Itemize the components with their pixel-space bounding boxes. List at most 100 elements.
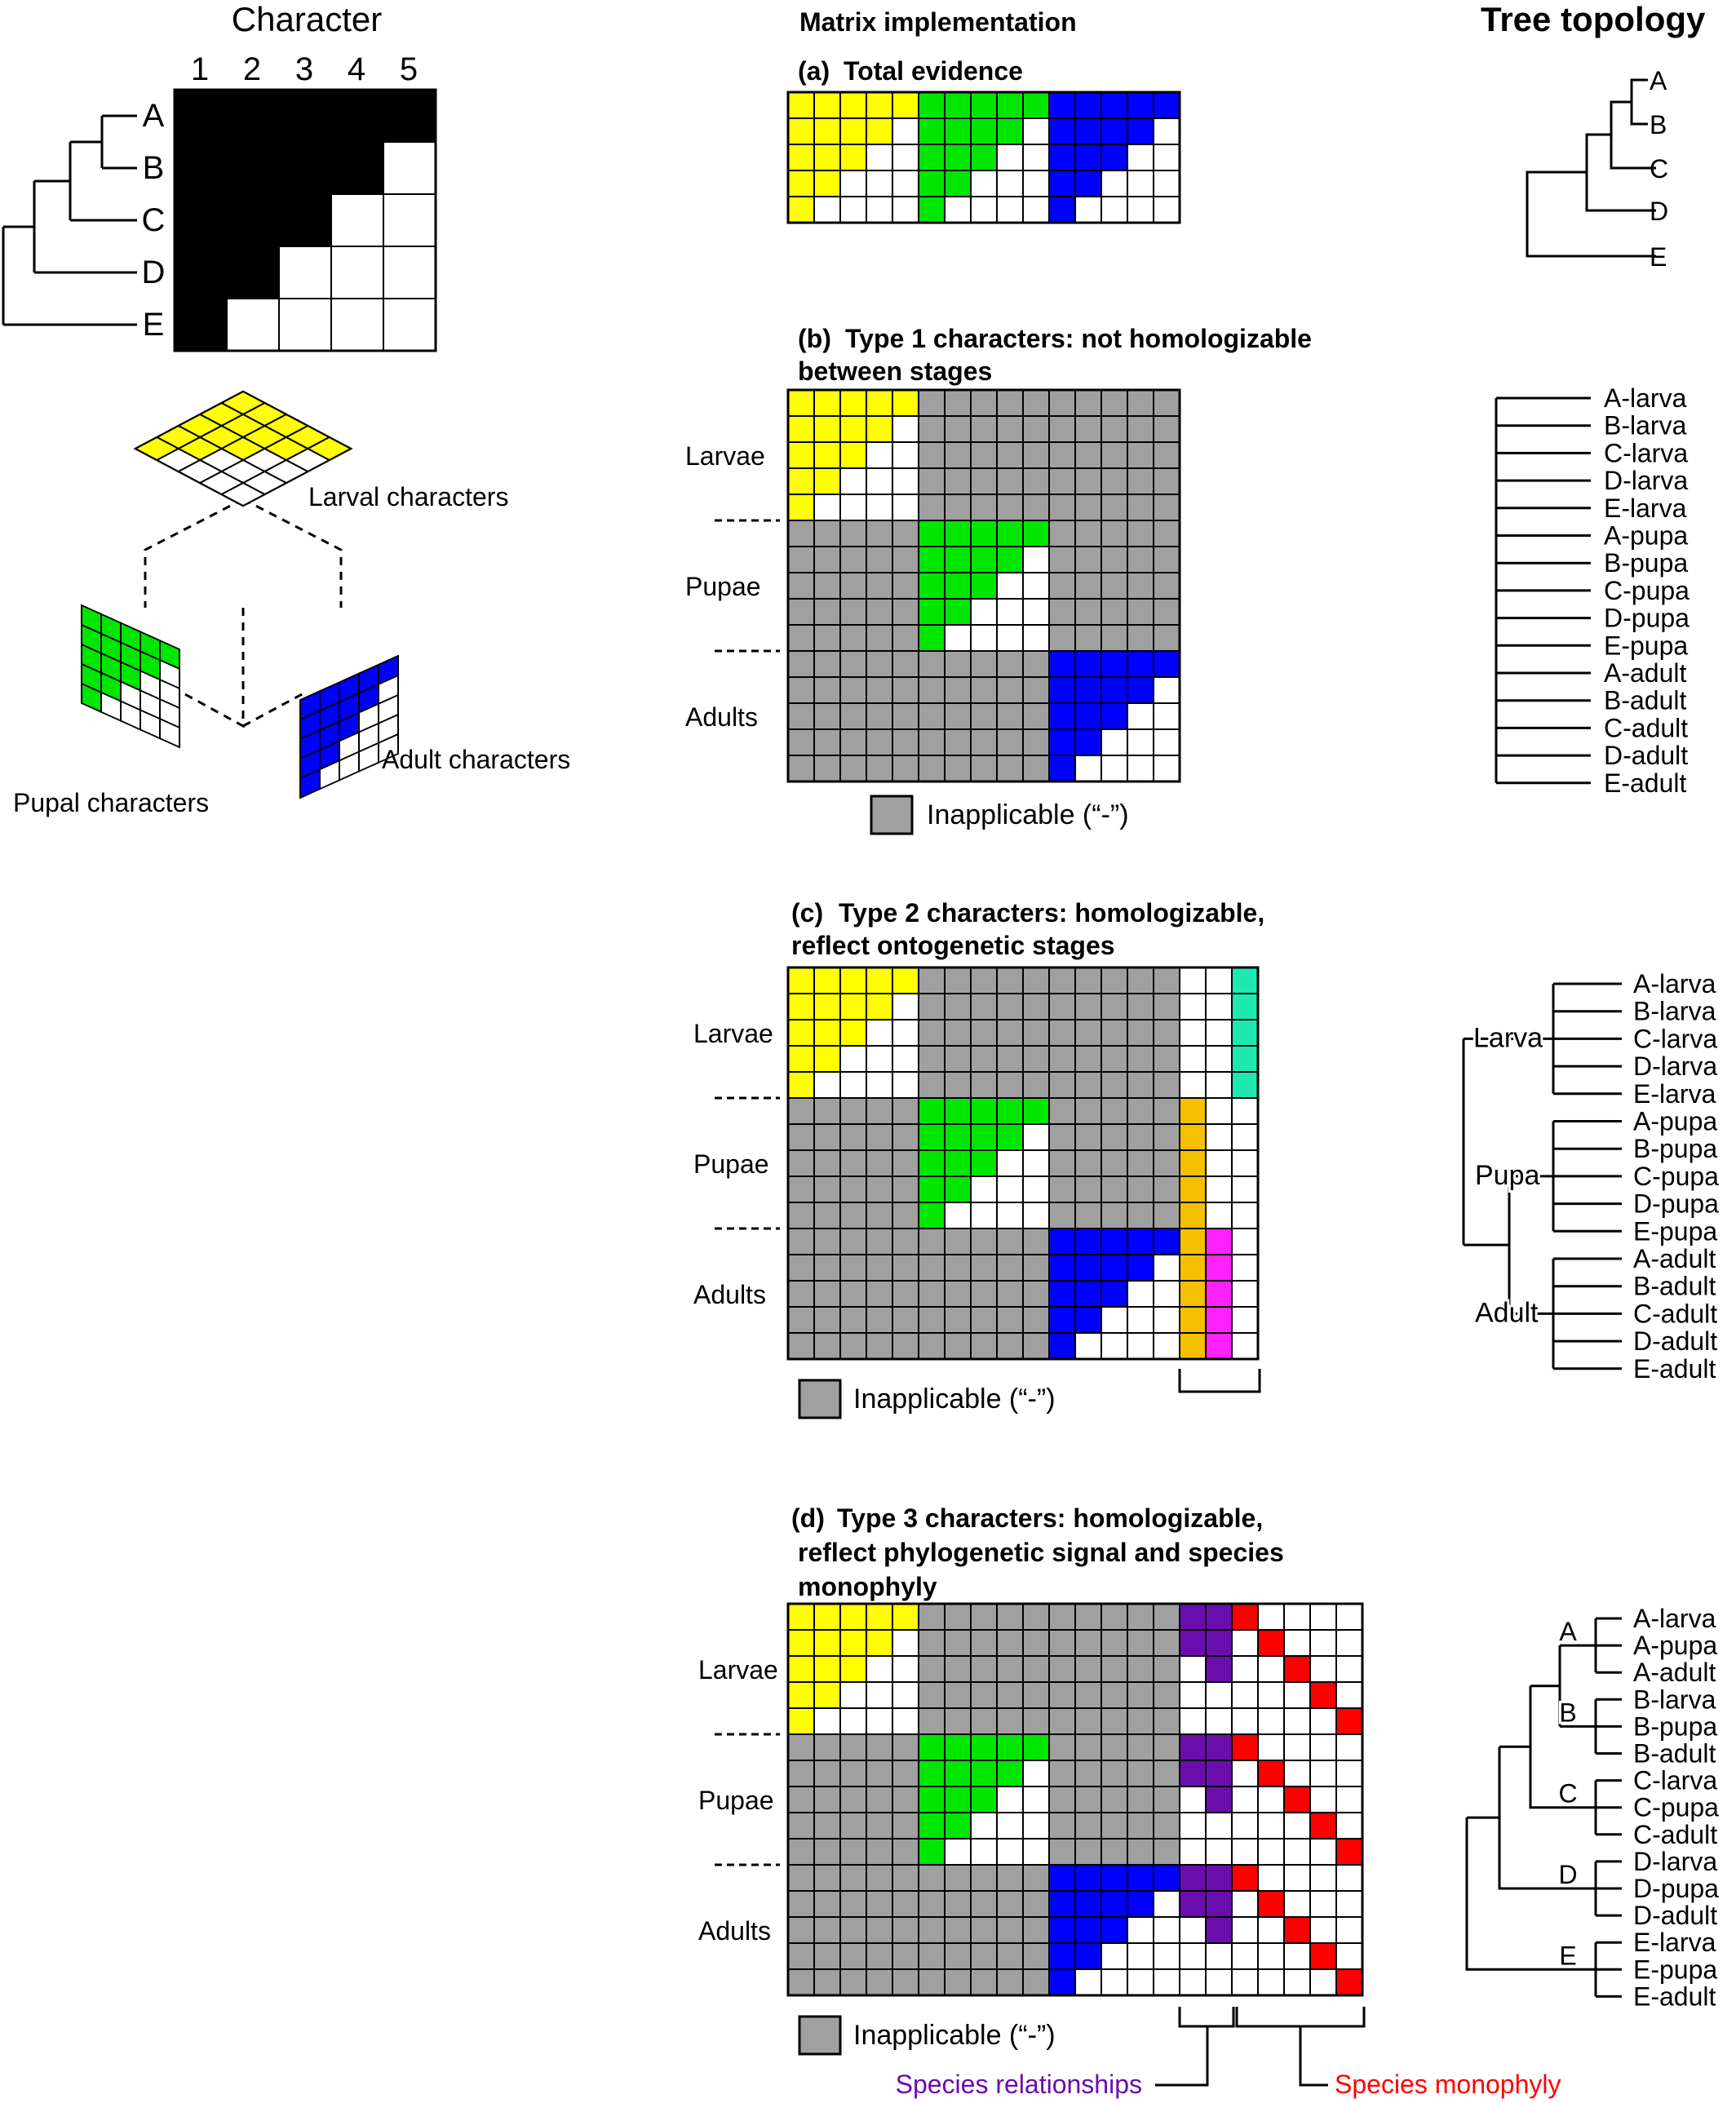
matrix-cell <box>970 1254 998 1282</box>
char-matrix-cell <box>174 193 228 247</box>
matrix-cell <box>1153 467 1180 495</box>
matrix-cell <box>1127 1254 1154 1282</box>
matrix-cell <box>1074 415 1102 443</box>
matrix-cell <box>1022 1864 1050 1892</box>
matrix-cell <box>1100 1733 1128 1761</box>
tree-leaf-label: D-adult <box>1633 1326 1717 1356</box>
matrix-cell <box>996 1175 1024 1203</box>
matrix-cell <box>787 144 815 171</box>
matrix-cell <box>1231 1760 1259 1787</box>
matrix-cell <box>1179 1228 1207 1255</box>
matrix-cell <box>1022 546 1050 573</box>
matrix-cell <box>1022 1733 1050 1761</box>
matrix-cell <box>892 572 919 600</box>
matrix-cell <box>1074 1019 1102 1047</box>
matrix-cell <box>918 1019 946 1047</box>
matrix-cell <box>813 1603 841 1631</box>
matrix-cell <box>970 1760 998 1787</box>
tree-leaf-label: B-adult <box>1604 686 1687 715</box>
matrix-cell <box>1048 415 1076 443</box>
matrix-cell <box>892 1149 919 1177</box>
tree-leaf-label: E-adult <box>1633 1981 1716 2011</box>
matrix-cell <box>1179 1733 1207 1761</box>
matrix-cell <box>970 91 998 119</box>
matrix-cell <box>787 1332 815 1360</box>
matrix-cell <box>839 1707 867 1735</box>
matrix-cell <box>1231 1864 1259 1892</box>
legend-b-label: Inapplicable (“-”) <box>927 799 1129 830</box>
matrix-cell <box>866 389 893 417</box>
matrix-cell <box>944 1045 972 1073</box>
matrix-cell <box>1127 467 1154 495</box>
matrix-cell <box>866 467 893 495</box>
matrix-cell <box>892 1603 919 1631</box>
matrix-cell <box>866 1019 893 1047</box>
matrix-cell <box>1048 728 1076 756</box>
matrix-cell <box>970 1149 998 1177</box>
matrix-cell <box>1231 1045 1259 1073</box>
matrix-cell <box>892 415 919 443</box>
char-matrix-cell <box>278 141 332 195</box>
matrix-cell <box>1231 993 1259 1021</box>
matrix-cell <box>839 91 867 119</box>
matrix-cell <box>813 1812 841 1840</box>
matrix-cell <box>918 467 946 495</box>
char-matrix-border <box>173 88 437 352</box>
matrix-cell <box>1074 1707 1102 1735</box>
matrix-cell <box>813 1864 841 1892</box>
matrix-cell <box>1048 1045 1076 1073</box>
matrix-cell <box>1074 572 1102 600</box>
matrix-cell <box>1100 415 1128 443</box>
matrix-cell <box>1074 1655 1102 1683</box>
larval-characters-label: Larval characters <box>308 482 508 511</box>
matrix-cell <box>1205 1629 1233 1657</box>
matrix-cell <box>1231 1280 1259 1308</box>
matrix-cell <box>839 1629 867 1657</box>
tree-a-leaf-b: B <box>1650 110 1667 139</box>
char-matrix-cell <box>330 89 384 143</box>
matrix-cell <box>1127 1202 1154 1229</box>
matrix-cell <box>996 520 1024 547</box>
tree-leaf-label: A-adult <box>1633 1244 1716 1273</box>
matrix-cell <box>1127 389 1154 417</box>
matrix-cell <box>918 1228 946 1255</box>
matrix-cell <box>787 1681 815 1709</box>
matrix-cell <box>996 91 1024 119</box>
matrix-cell <box>1074 702 1102 730</box>
matrix-cell <box>1153 755 1180 782</box>
matrix-cell <box>970 1681 998 1709</box>
matrix-cell <box>1127 1123 1154 1151</box>
matrix-cell <box>1205 1916 1233 1944</box>
matrix-cell <box>839 546 867 573</box>
matrix-cell <box>1022 1175 1050 1203</box>
matrix-cell <box>813 1707 841 1735</box>
matrix-cell <box>1074 1149 1102 1177</box>
matrix-cell <box>1205 1838 1233 1866</box>
char-matrix-cell <box>383 89 436 143</box>
matrix-cell <box>944 1097 972 1125</box>
matrix-cell <box>1048 1202 1076 1229</box>
matrix-cell <box>813 598 841 626</box>
matrix-cell <box>1257 1786 1285 1813</box>
matrix-cell <box>996 755 1024 782</box>
matrix-cell <box>813 144 841 171</box>
matrix-cell <box>918 1254 946 1282</box>
matrix-cell <box>1127 1603 1154 1631</box>
matrix-cell <box>892 1254 919 1282</box>
matrix-cell <box>1309 1942 1337 1970</box>
matrix-cell <box>1205 1786 1233 1813</box>
matrix-cell <box>1335 1864 1363 1892</box>
matrix-cell <box>839 624 867 652</box>
char-matrix-cell <box>278 246 332 299</box>
matrix-cell <box>1153 441 1180 469</box>
matrix-cell <box>944 1149 972 1177</box>
panel-c: (c) Type 2 characters: homologizable, re… <box>693 898 1719 1419</box>
matrix-cell <box>970 676 998 704</box>
matrix-cell <box>1335 1733 1363 1761</box>
matrix-cell <box>1205 1332 1233 1360</box>
matrix-cell <box>1074 598 1102 626</box>
matrix-cell <box>918 993 946 1021</box>
matrix-cell <box>996 441 1024 469</box>
matrix-cell <box>1074 1968 1102 1996</box>
